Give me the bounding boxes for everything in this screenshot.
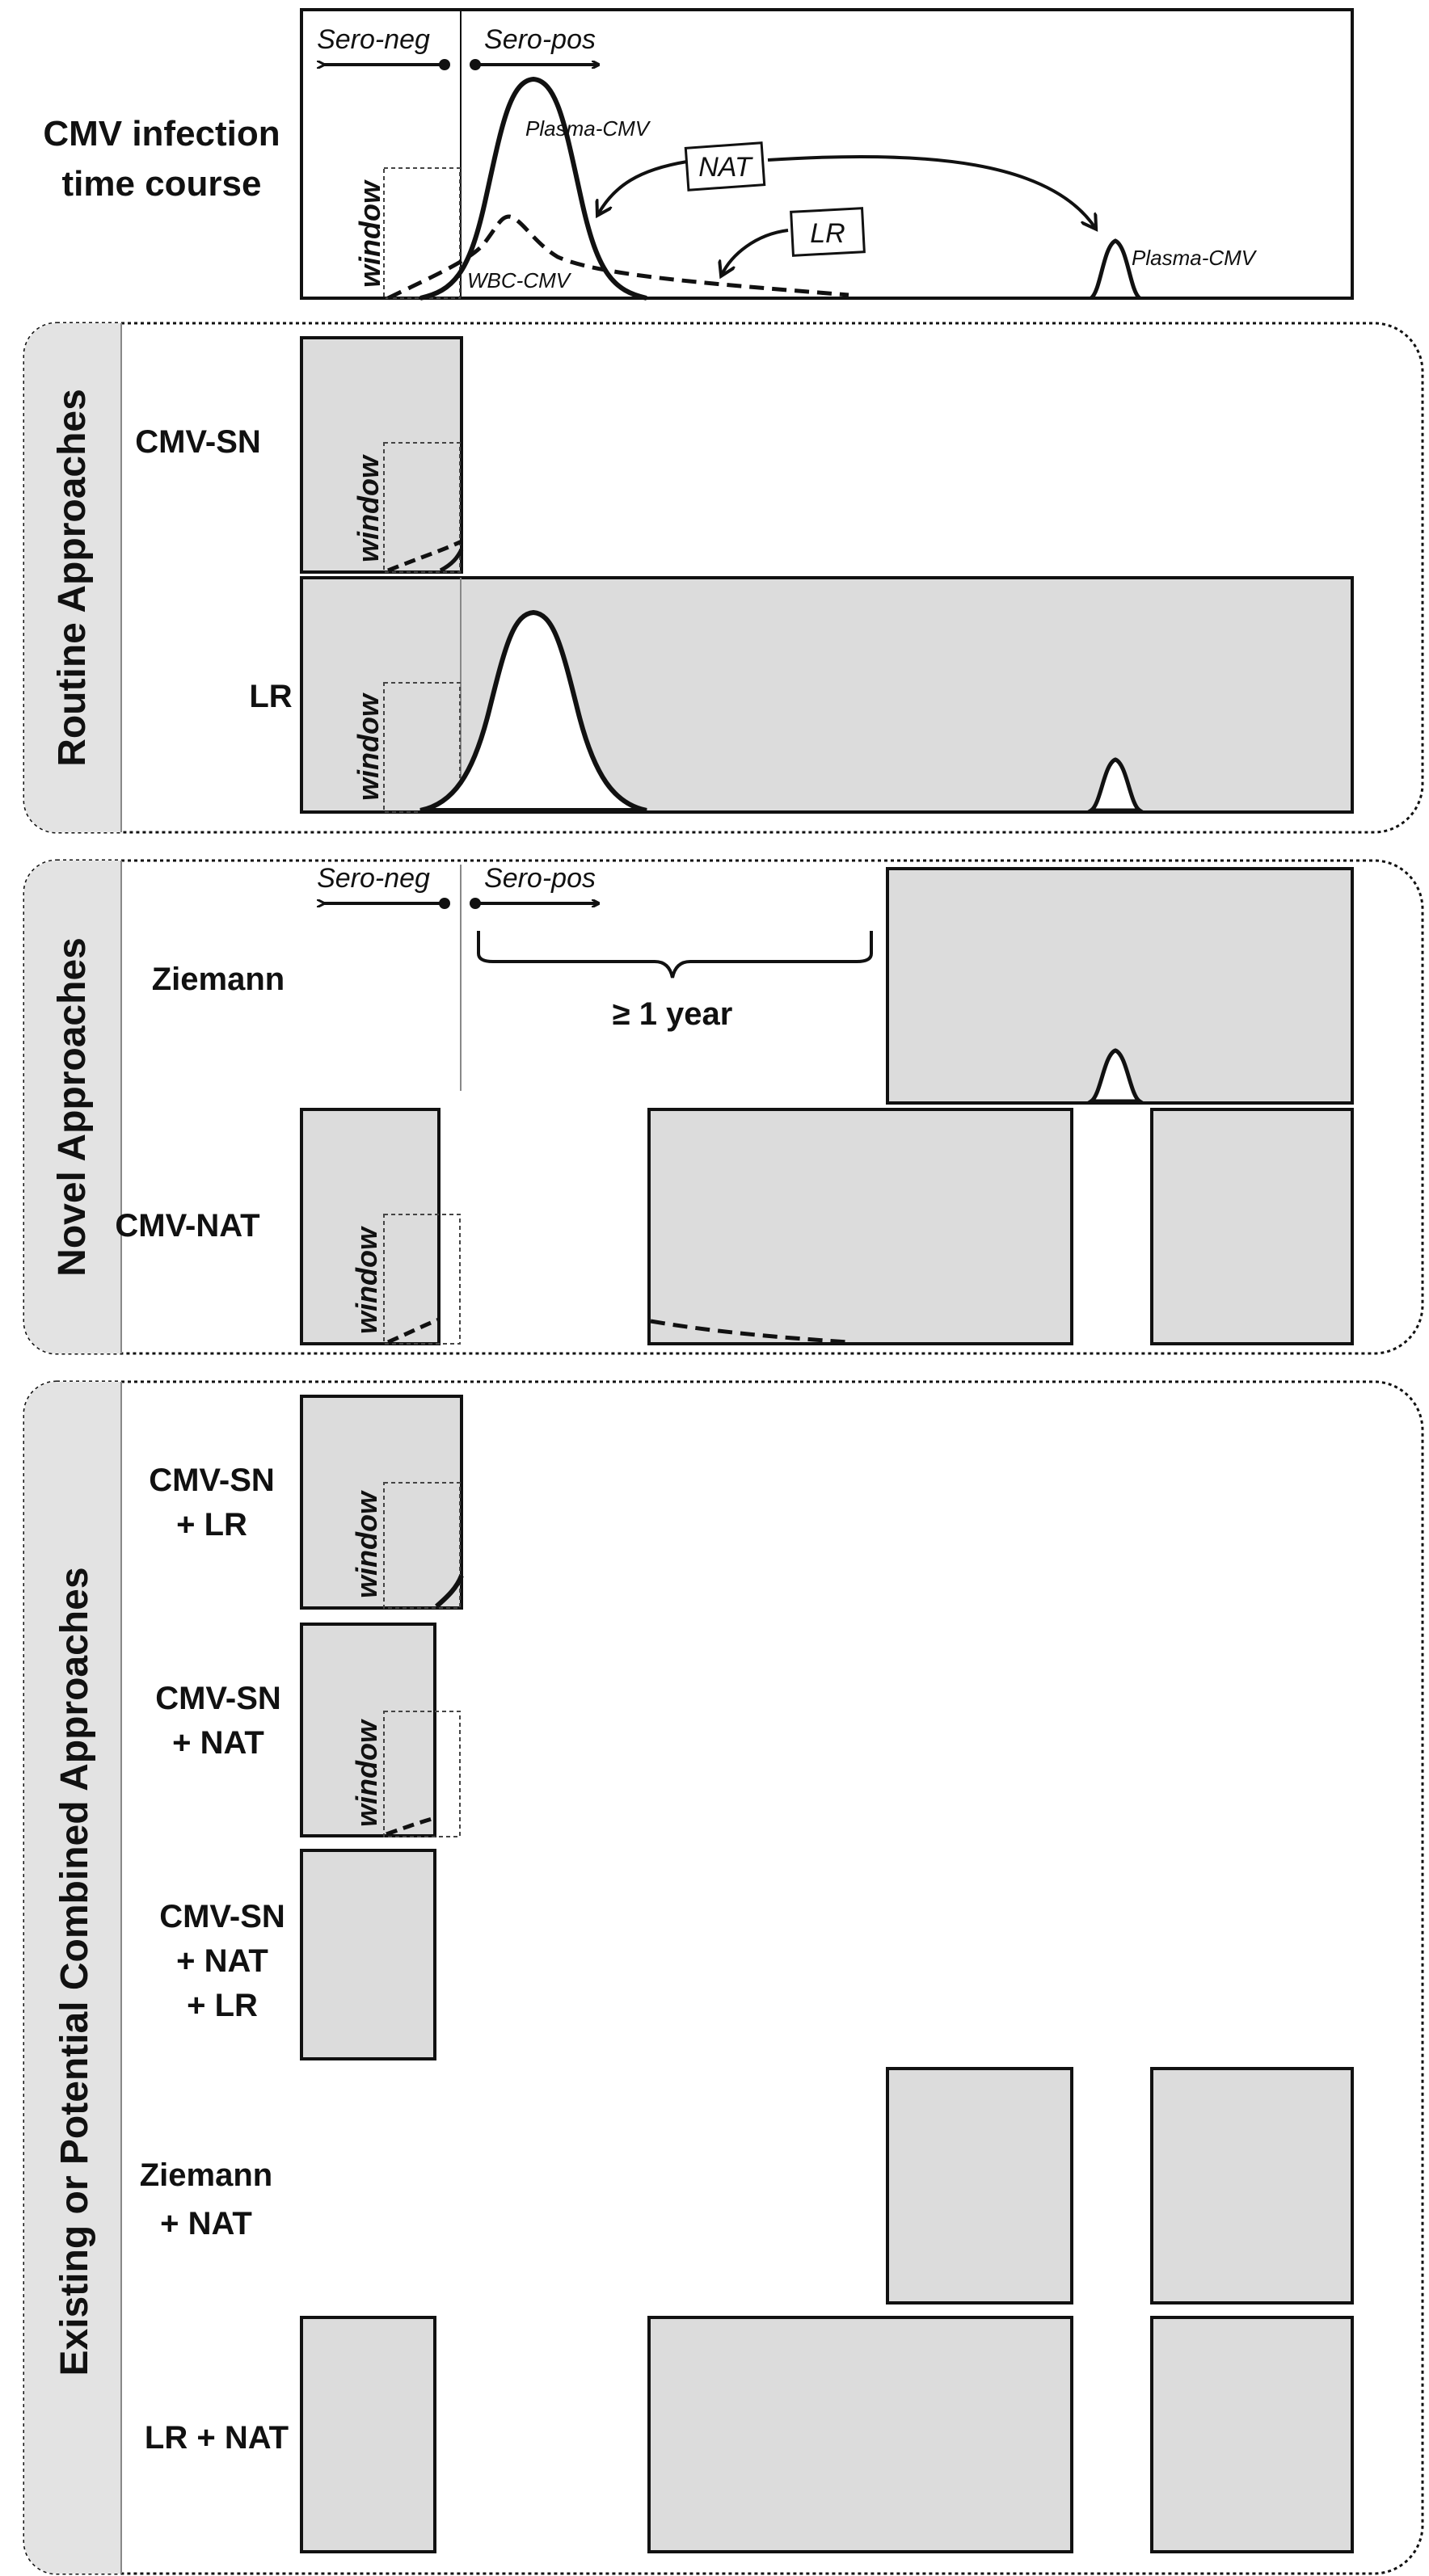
row-lr-nat-label: LR + NAT: [145, 2420, 289, 2456]
sn-lr-window-label: window: [350, 1490, 383, 1598]
cmv-nat-bar-3: [1150, 1108, 1354, 1345]
combined-section: Existing or Potential Combined Approache…: [23, 1380, 1424, 2575]
sn-nat-curve: [386, 1816, 436, 1837]
row-zie-nat-label-1: Ziemann: [140, 2157, 272, 2193]
row-sn-nat-lr-label-2: + NAT: [176, 1943, 268, 1979]
year-label: ≥ 1 year: [613, 996, 733, 1032]
sero-pos-label: Sero-pos: [484, 24, 596, 55]
combined-label: Existing or Potential Combined Approache…: [53, 1567, 96, 2376]
row-cmv-sn-label: CMV-SN: [135, 424, 261, 460]
sn-lr-bar: [300, 1395, 463, 1610]
novel-sero-pos-label: Sero-pos: [484, 863, 596, 894]
cmv-sn-wbc-curve: [387, 539, 463, 573]
lr-box-label: LR: [810, 218, 845, 249]
plasma-cmv-label: Plasma-CMV: [525, 116, 651, 141]
nat-box: [684, 141, 766, 192]
row-sn-nat-label-2: + NAT: [172, 1725, 264, 1761]
nat-arrow-right: [767, 154, 1095, 228]
late-plasma-label: Plasma-CMV: [1132, 246, 1258, 270]
lr-nat-bar-3: [1150, 2316, 1354, 2553]
cmv-sn-plasma-curve: [439, 548, 464, 573]
novel-sero-pos-dot: [470, 898, 481, 909]
timecourse-panel: CMV infection time course Sero-neg Sero-…: [43, 8, 1354, 301]
lr-nat-bar-2: [647, 2316, 1073, 2553]
ziemann-late-gap: [1084, 1048, 1147, 1104]
novel-tab: [24, 861, 121, 1353]
routine-label: Routine Approaches: [51, 389, 94, 767]
row-sn-nat-label-1: CMV-SN: [155, 1681, 281, 1716]
timecourse-title-1: CMV infection: [43, 114, 280, 154]
combined-tab: [24, 1382, 121, 2574]
nat-arrow-left: [598, 160, 688, 214]
lr-plasma-gap: [419, 609, 647, 813]
sero-neg-label: Sero-neg: [317, 24, 430, 55]
timecourse-title-2: time course: [62, 164, 262, 204]
cmv-nat-bar-1: [300, 1108, 441, 1345]
zie-nat-bar-2: [1150, 2067, 1354, 2305]
cmv-nat-bar-2: [647, 1108, 1073, 1345]
zie-nat-bar-1: [886, 2067, 1073, 2305]
sn-nat-lr-bar: [300, 1849, 436, 2060]
sn-nat-window-label: window: [350, 1719, 383, 1827]
routine-section: Routine Approaches CMV-SN window LR wind…: [23, 322, 1424, 834]
novel-sero-neg-label: Sero-neg: [317, 863, 430, 894]
row-sn-nat-lr-label-3: + LR: [187, 1988, 258, 2023]
plasma-cmv-curve: [419, 76, 647, 301]
sn-nat-bar: [300, 1623, 436, 1837]
novel-label: Novel Approaches: [51, 937, 94, 1277]
row-lr-label: LR: [249, 679, 292, 714]
sero-neg-dot: [439, 59, 450, 70]
sn-nat-window-box: [383, 1711, 461, 1837]
cmv-sn-bar: [300, 336, 463, 574]
row-sn-nat-lr-label-1: CMV-SN: [159, 1899, 285, 1934]
sero-pos-dot: [470, 59, 481, 70]
row-sn-lr-label-1: CMV-SN: [149, 1463, 275, 1498]
wbc-cmv-label: WBC-CMV: [467, 268, 572, 293]
row-ziemann-label: Ziemann: [152, 962, 285, 997]
cmv-nat-wbc-tail: [650, 1319, 849, 1345]
wbc-cmv-curve: [386, 214, 849, 301]
nat-box-label: NAT: [698, 152, 753, 183]
window-label: window: [353, 179, 386, 288]
cmv-nat-window-box: [383, 1214, 461, 1345]
sn-lr-window-box: [383, 1482, 461, 1609]
lr-nat-bar-1: [300, 2316, 436, 2553]
lr-box: [790, 207, 866, 257]
lr-window-label: window: [352, 692, 385, 801]
lr-late-gap: [1084, 757, 1147, 813]
sn-lr-curve: [435, 1574, 464, 1609]
year-brace: [477, 931, 873, 979]
row-zie-nat-label-2: + NAT: [160, 2206, 252, 2241]
novel-section: Novel Approaches Sero-neg Sero-pos ≥ 1 y…: [23, 859, 1424, 1355]
row-cmv-nat-label: CMV-NAT: [115, 1208, 259, 1244]
cmv-nat-wbc-curve: [386, 1317, 440, 1345]
cmv-sn-window-label: window: [352, 454, 385, 562]
cmv-sn-window-box: [383, 442, 461, 573]
late-plasma-curve: [1090, 238, 1141, 300]
routine-tab: [24, 323, 121, 832]
cmv-nat-window-label: window: [350, 1226, 383, 1334]
novel-sero-neg-dot: [439, 898, 450, 909]
lr-arrow: [722, 229, 789, 275]
row-sn-lr-label-2: + LR: [176, 1507, 247, 1543]
